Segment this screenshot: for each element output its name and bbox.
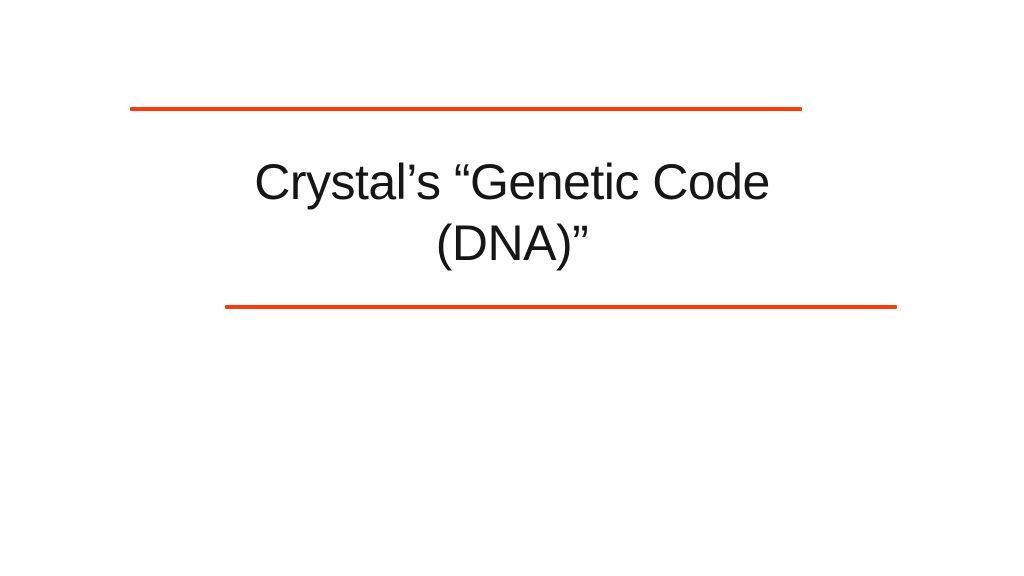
bottom-divider-line <box>225 305 897 309</box>
slide-title: Crystal’s “Genetic Code (DNA)” <box>0 152 1024 274</box>
slide-title-line-1: Crystal’s “Genetic Code <box>254 154 770 210</box>
slide-title-line-2: (DNA)” <box>435 215 589 271</box>
top-divider-line <box>130 107 802 111</box>
